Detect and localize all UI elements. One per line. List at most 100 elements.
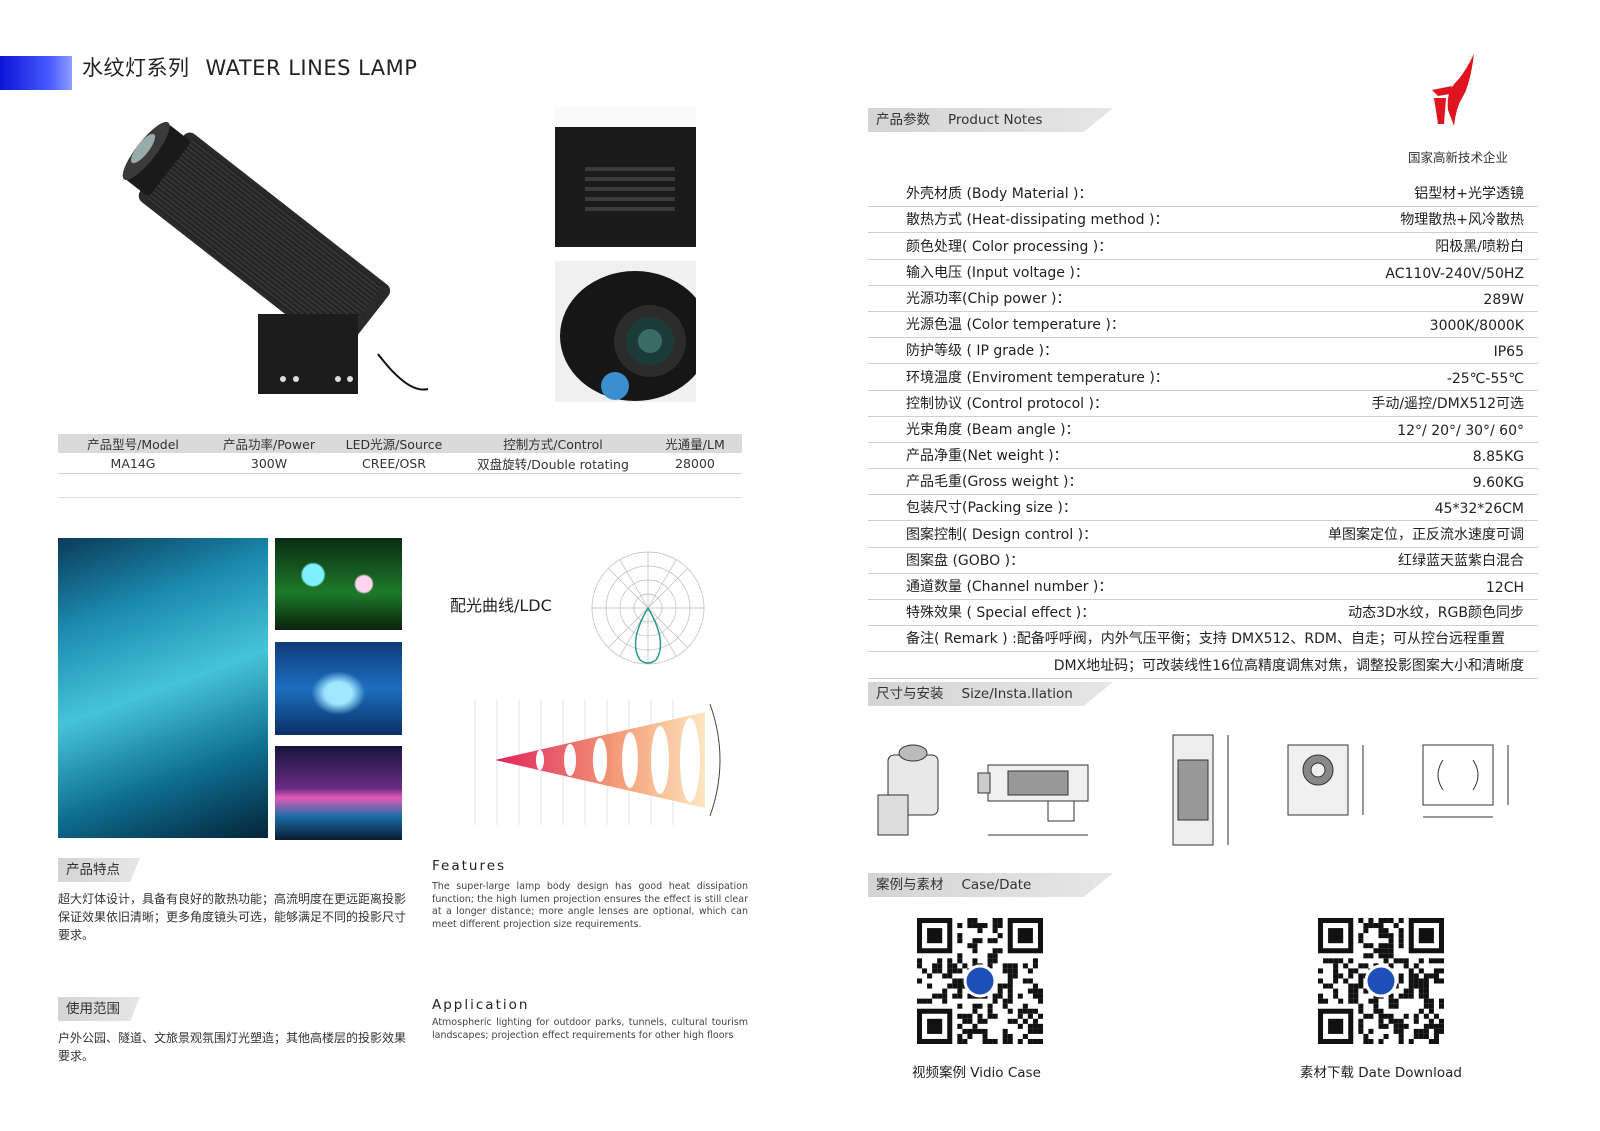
cell-model: MA14G bbox=[110, 455, 156, 471]
cell-power: 300W bbox=[250, 455, 288, 471]
remark-row: DMX地址码；可改装线性16位高精度调焦对焦，调整投影图案大小和清晰度 bbox=[868, 652, 1538, 679]
waterline-effect-photo bbox=[58, 538, 268, 838]
spec-value: 12CH bbox=[1485, 580, 1524, 596]
pool-effect-photo bbox=[275, 642, 402, 735]
spec-label: 颜色处理( Color processing )： bbox=[906, 238, 1113, 255]
col-source: LED光源/Source bbox=[345, 437, 443, 452]
case-date-tab: 案例与素材 Case/Date bbox=[868, 873, 1113, 897]
application-tab: 使用范围 bbox=[58, 997, 140, 1021]
col-power: 产品功率/Power bbox=[222, 437, 315, 452]
spec-row: 产品毛重(Gross weight )： 9.60KG bbox=[868, 469, 1538, 496]
spec-list: 外壳材质 (Body Material )： 铝型材+光学透镜散热方式 (Heat… bbox=[868, 181, 1538, 679]
spec-label: 输入电压 (Input voltage )： bbox=[906, 264, 1089, 281]
spec-row: 图案控制( Design control )： 单图案定位，正反流水速度可调 bbox=[868, 521, 1538, 548]
features-tab: 产品特点 bbox=[58, 858, 140, 882]
spec-label: 图案盘 (GOBO )： bbox=[906, 552, 1025, 569]
night-scene-photo bbox=[275, 746, 402, 840]
header-accent-bar bbox=[0, 56, 72, 90]
spec-value: 3000K/8000K bbox=[1429, 318, 1524, 335]
spec-value: 45*32*26CM bbox=[1434, 501, 1524, 518]
size-install-tab: 尺寸与安装 Size/Insta.llation bbox=[868, 682, 1113, 706]
divider bbox=[58, 497, 742, 498]
spec-label: 产品净重(Net weight )： bbox=[906, 448, 1068, 465]
product-notes-tab-en: Product Notes bbox=[948, 112, 1043, 128]
remark-text: DMX地址码；可改装线性16位高精度调焦对焦，调整投影图案大小和清晰度 bbox=[1053, 657, 1524, 674]
title-cn: 水纹灯系列 bbox=[82, 56, 190, 80]
logo-caption: 国家高新技术企业 bbox=[1408, 150, 1509, 165]
polar-light-distribution-diagram bbox=[578, 542, 718, 678]
case-date-tab-cn: 案例与素材 bbox=[876, 877, 944, 893]
spec-value: 8.85KG bbox=[1472, 449, 1524, 466]
spec-row: 防护等级 ( IP grade )： IP65 bbox=[868, 338, 1538, 365]
spec-label: 产品毛重(Gross weight )： bbox=[906, 474, 1083, 491]
spec-label: 散热方式 (Heat-dissipating method )： bbox=[906, 212, 1169, 229]
spec-label: 特殊效果 ( Special effect )： bbox=[906, 605, 1096, 622]
application-title-en: Application bbox=[432, 997, 530, 1013]
cell-source: CREE/OSR bbox=[362, 455, 426, 471]
col-lumen: 光通量/LM bbox=[665, 437, 725, 452]
video-case-caption: 视频案例 Vidio Case bbox=[912, 1065, 1041, 1081]
remark-text: 备注( Remark ) :配备呼呼阀，内外气压平衡；支持 DMX512、RDM… bbox=[906, 631, 1505, 648]
spec-row: 颜色处理( Color processing )： 阳极黑/喷粉白 bbox=[868, 233, 1538, 260]
spec-row: 外壳材质 (Body Material )： 铝型材+光学透镜 bbox=[868, 181, 1538, 208]
spec-label: 外壳材质 (Body Material )： bbox=[906, 186, 1093, 203]
size-install-tab-en: Size/Insta.llation bbox=[961, 686, 1073, 702]
spec-row: 通道数量 (Channel number )： 12CH bbox=[868, 574, 1538, 600]
spec-row: 环境温度 (Enviroment temperature )： -25℃-55℃ bbox=[868, 364, 1538, 391]
spec-row: 图案盘 (GOBO )： 红绿蓝天蓝紫白混合 bbox=[868, 548, 1538, 574]
company-logo-icon bbox=[1426, 52, 1486, 134]
spec-label: 包装尺寸(Packing size )： bbox=[906, 500, 1077, 517]
spec-label: 光源功率(Chip power )： bbox=[906, 290, 1071, 307]
spec-label: 环境温度 (Enviroment temperature )： bbox=[906, 369, 1169, 386]
cell-control: 双盘旋转/Double rotating bbox=[477, 456, 629, 472]
spec-value: -25℃-55℃ bbox=[1446, 370, 1524, 387]
title-en: WATER LINES LAMP bbox=[205, 56, 418, 80]
spec-value: IP65 bbox=[1493, 344, 1524, 361]
features-text-cn: 超大灯体设计，具备有良好的散热功能；高流明度在更远距离投影保证效果依旧清晰；更多… bbox=[58, 892, 407, 942]
download-qr-code[interactable] bbox=[1318, 918, 1444, 1048]
page-title: 水纹灯系列 WATER LINES LAMP bbox=[82, 52, 417, 82]
spec-value: 红绿蓝天蓝紫白混合 bbox=[1398, 552, 1524, 569]
spec-row: 包装尺寸(Packing size )： 45*32*26CM bbox=[868, 495, 1538, 522]
spec-row: 光源功率(Chip power )： 289W bbox=[868, 286, 1538, 312]
model-table-header: 产品型号/Model 产品功率/Power LED光源/Source 控制方式/… bbox=[58, 434, 742, 453]
dimension-drawings bbox=[868, 725, 1558, 879]
lamp-product-image bbox=[58, 104, 478, 404]
spec-row: 产品净重(Net weight )： 8.85KG bbox=[868, 443, 1538, 470]
spec-row: 特殊效果 ( Special effect )： 动态3D水纹，RGB颜色同步 bbox=[868, 600, 1538, 627]
model-table: 产品型号/Model 产品功率/Power LED光源/Source 控制方式/… bbox=[58, 434, 742, 474]
spec-value: 铝型材+光学透镜 bbox=[1414, 186, 1524, 203]
spec-label: 图案控制( Design control )： bbox=[906, 526, 1098, 543]
application-text-cn: 户外公园、隧道、文旅景观氛围灯光塑造；其他高楼层的投影效果要求。 bbox=[58, 1031, 407, 1063]
spec-row: 输入电压 (Input voltage )： AC110V-240V/50HZ bbox=[868, 260, 1538, 286]
beam-projection-diagram bbox=[455, 690, 745, 844]
ldc-label: 配光曲线/LDC bbox=[450, 596, 552, 615]
product-notes-tab: 产品参数 Product Notes bbox=[868, 108, 1113, 132]
features-title-en: Features bbox=[432, 858, 507, 874]
spec-value: 9.60KG bbox=[1472, 475, 1524, 492]
spec-label: 防护等级 ( IP grade )： bbox=[906, 343, 1059, 360]
spec-label: 光源色温 (Color temperature )： bbox=[906, 317, 1125, 334]
size-install-tab-cn: 尺寸与安装 bbox=[876, 686, 944, 702]
col-control: 控制方式/Control bbox=[503, 437, 603, 452]
col-model: 产品型号/Model bbox=[87, 437, 179, 452]
spec-value: 动态3D水纹，RGB颜色同步 bbox=[1348, 605, 1524, 622]
spec-row: 散热方式 (Heat-dissipating method )： 物理散热+风冷散… bbox=[868, 207, 1538, 234]
table-row: MA14G 300W CREE/OSR 双盘旋转/Double rotating… bbox=[58, 453, 742, 474]
spec-label: 通道数量 (Channel number )： bbox=[906, 579, 1113, 595]
download-caption: 素材下载 Date Download bbox=[1300, 1065, 1462, 1081]
product-notes-tab-cn: 产品参数 bbox=[876, 112, 930, 128]
spec-value: 289W bbox=[1483, 291, 1524, 308]
vent-detail-image bbox=[555, 107, 696, 247]
case-date-tab-en: Case/Date bbox=[961, 877, 1032, 893]
spec-value: 物理散热+风冷散热 bbox=[1400, 212, 1524, 229]
remark-row: 备注( Remark ) :配备呼呼阀，内外气压平衡；支持 DMX512、RDM… bbox=[868, 626, 1538, 653]
spec-row: 光束角度 (Beam angle )：12°/ 20°/ 30°/ 60° bbox=[868, 417, 1538, 443]
spec-value: 单图案定位，正反流水速度可调 bbox=[1328, 526, 1524, 543]
spec-value: 阳极黑/喷粉白 bbox=[1435, 238, 1524, 255]
video-case-qr-code[interactable] bbox=[917, 918, 1043, 1048]
spec-row: 光源色温 (Color temperature )： 3000K/8000K bbox=[868, 312, 1538, 339]
spec-row: 控制协议 (Control protocol )：手动/遥控/DMX512可选 bbox=[868, 391, 1538, 417]
spec-value: AC110V-240V/50HZ bbox=[1385, 265, 1524, 282]
cell-lumen: 28000 bbox=[675, 455, 715, 471]
